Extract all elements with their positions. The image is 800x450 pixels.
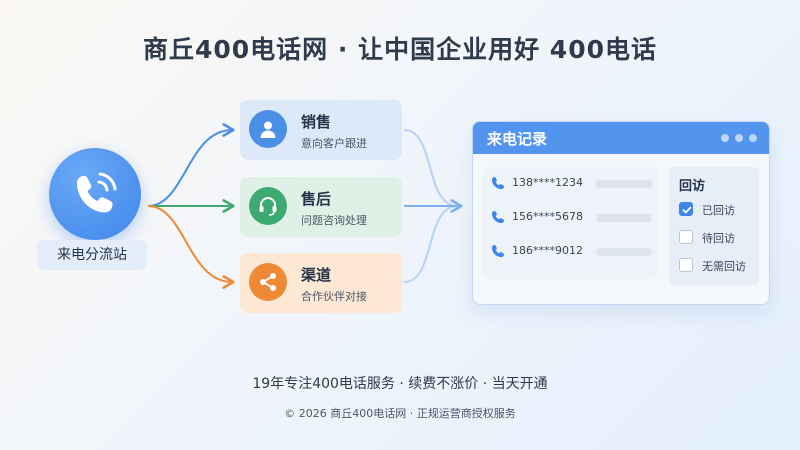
phone-icon bbox=[492, 211, 504, 223]
followup-option-label: 待回访 bbox=[702, 232, 735, 245]
followup-option-label: 无需回访 bbox=[702, 260, 746, 273]
headset-icon bbox=[259, 197, 277, 216]
call-number: 156****5678 bbox=[512, 210, 583, 223]
call-distribution-hub: 来电分流站 bbox=[37, 148, 147, 272]
route-subtitle: 意向客户跟进 bbox=[301, 137, 367, 150]
route-card-channel[interactable]: 渠道 合作伙伴对接 bbox=[240, 253, 402, 313]
checkbox-icon[interactable] bbox=[679, 258, 693, 272]
followup-option-pending[interactable]: 待回访 bbox=[679, 229, 759, 247]
window-dot-icon bbox=[721, 134, 729, 142]
connector-channel bbox=[147, 205, 235, 289]
call-row[interactable]: 186****9012 bbox=[483, 240, 658, 264]
followup-option-done[interactable]: 已回访 bbox=[679, 201, 759, 219]
route-icon-circle bbox=[249, 187, 287, 225]
route-card-after-sales[interactable]: 售后 问题咨询处理 bbox=[240, 177, 402, 237]
hub-icon-circle bbox=[49, 148, 141, 240]
connector-merge-bottom bbox=[403, 205, 459, 283]
connector-sales bbox=[147, 123, 235, 207]
checkbox-checked-icon[interactable] bbox=[679, 202, 693, 216]
window-header: 来电记录 bbox=[473, 122, 769, 154]
route-title: 渠道 bbox=[301, 266, 332, 284]
footer-copyright: © 2026 商丘400电话网 · 正规运营商授权服务 bbox=[284, 407, 516, 420]
call-detail-placeholder bbox=[596, 214, 652, 222]
page-title: 商丘400电话网 · 让中国企业用好 400电话 bbox=[143, 35, 657, 64]
followup-panel: 回访 已回访 待回访 无需回访 bbox=[669, 167, 759, 285]
route-title: 售后 bbox=[301, 190, 332, 208]
route-card-sales[interactable]: 销售 意向客户跟进 bbox=[240, 100, 402, 160]
call-row[interactable]: 156****5678 bbox=[483, 206, 658, 230]
route-icon-circle bbox=[249, 110, 287, 148]
share-icon bbox=[260, 273, 276, 291]
call-number: 138****1234 bbox=[512, 176, 583, 189]
followup-option-label: 已回访 bbox=[702, 204, 735, 217]
followup-title: 回访 bbox=[679, 179, 706, 194]
phone-icon bbox=[492, 177, 504, 189]
route-title: 销售 bbox=[301, 113, 332, 131]
hub-label: 来电分流站 bbox=[37, 240, 147, 270]
footer-tagline: 19年专注400电话服务 · 续费不涨价 · 当天开通 bbox=[252, 376, 548, 392]
phone-ringing-icon bbox=[77, 172, 117, 213]
phone-icon bbox=[492, 245, 504, 257]
window-title: 来电记录 bbox=[487, 130, 548, 148]
window-dot-icon bbox=[749, 134, 757, 142]
route-icon-circle bbox=[249, 263, 287, 301]
call-detail-placeholder bbox=[596, 248, 652, 256]
connector-merge-top bbox=[403, 129, 459, 207]
call-list: 138****1234 156****5678 186****9012 bbox=[483, 167, 658, 279]
call-log-window: 来电记录 138****1234 156****5678 186****9012 bbox=[472, 121, 770, 305]
call-detail-placeholder bbox=[596, 180, 652, 188]
followup-option-none[interactable]: 无需回访 bbox=[679, 257, 759, 275]
call-row[interactable]: 138****1234 bbox=[483, 172, 658, 196]
route-subtitle: 问题咨询处理 bbox=[301, 214, 367, 227]
call-number: 186****9012 bbox=[512, 244, 583, 257]
checkbox-icon[interactable] bbox=[679, 230, 693, 244]
user-icon bbox=[260, 121, 276, 138]
window-dot-icon bbox=[735, 134, 743, 142]
route-subtitle: 合作伙伴对接 bbox=[301, 290, 367, 303]
